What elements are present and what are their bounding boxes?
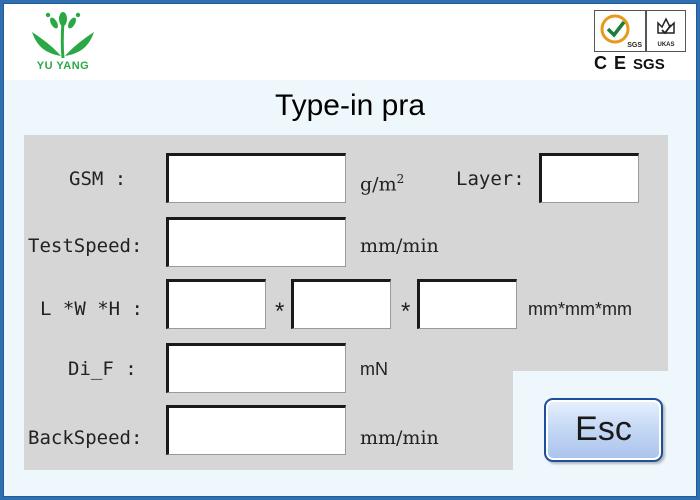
sgs-badge: SGS [594, 10, 646, 52]
page-title: Type-in pra [274, 89, 426, 122]
header-bar: YU YANG SGS UKAS C E SGS [4, 4, 696, 80]
gsm-unit: g/m2 [360, 167, 404, 196]
ce-sgs-marks: C E SGS [594, 53, 690, 75]
brand-logo: YU YANG [18, 10, 108, 74]
layer-input[interactable] [539, 153, 639, 203]
esc-button[interactable]: Esc [544, 398, 663, 462]
width-input[interactable] [291, 279, 391, 329]
di-f-unit: mN [360, 359, 388, 379]
ukas-badge: UKAS [646, 10, 686, 52]
height-input[interactable] [417, 279, 517, 329]
dimension-separator-2: * [401, 298, 411, 325]
brand-name: YU YANG [36, 60, 90, 72]
gsm-unit-text: g/m [360, 173, 397, 196]
layer-label: Layer: [456, 168, 525, 190]
sgs-badge-text: SGS [627, 42, 642, 49]
sgs-mark: SGS [633, 56, 665, 73]
leaf-hands-logo-icon [32, 12, 94, 59]
certification-marks: SGS UKAS C E SGS [592, 8, 690, 76]
back-speed-input[interactable] [166, 405, 346, 455]
gsm-label: GSM : [69, 168, 127, 190]
dimensions-label: L *W *H : [40, 298, 143, 320]
back-speed-unit: mm/min [360, 427, 439, 449]
gsm-input[interactable] [166, 153, 346, 203]
test-speed-input[interactable] [166, 217, 346, 267]
ukas-crown-icon [657, 17, 675, 35]
length-input[interactable] [166, 279, 266, 329]
sgs-check-icon [600, 14, 630, 44]
back-speed-label: BackSpeed: [28, 427, 143, 449]
ce-mark: C E [594, 53, 628, 73]
di-f-input[interactable] [166, 343, 346, 393]
di-f-label: Di_F : [68, 358, 137, 380]
dimensions-unit: mm*mm*mm [528, 299, 632, 319]
test-speed-unit: mm/min [360, 235, 439, 257]
test-speed-label: TestSpeed: [28, 235, 143, 257]
dimension-separator-1: * [275, 298, 285, 325]
ukas-badge-text: UKAS [657, 42, 675, 48]
gsm-unit-superscript: 2 [396, 172, 405, 186]
